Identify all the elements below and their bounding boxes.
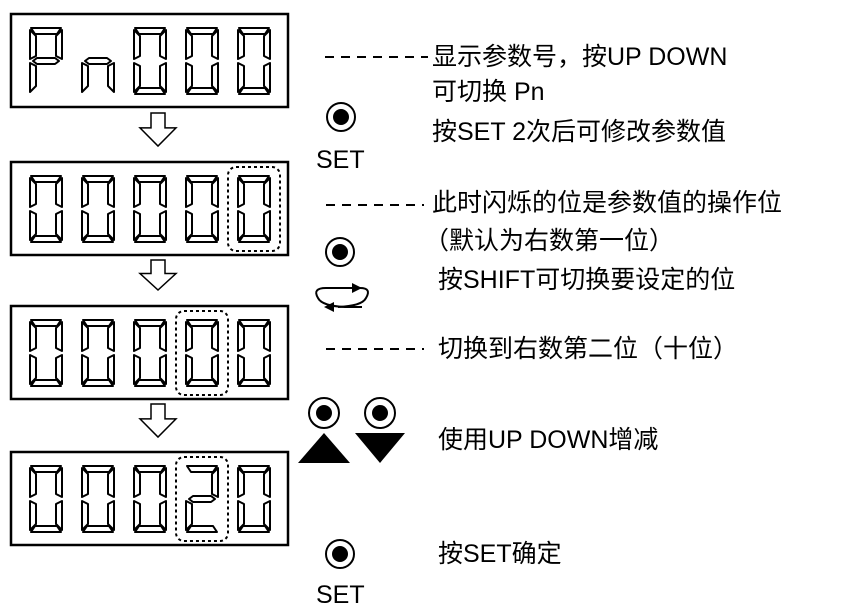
seven-segment-digit <box>237 319 271 387</box>
seven-segment-digit <box>237 465 271 533</box>
set-button[interactable] <box>326 102 356 132</box>
shift-button[interactable] <box>315 237 369 312</box>
set-button-confirm[interactable] <box>325 539 355 569</box>
hollow-down-arrow-icon <box>138 403 178 439</box>
display-frame <box>9 160 290 257</box>
cycle-arrows-icon <box>315 287 369 308</box>
seven-segment-digit <box>133 465 167 533</box>
display-panel <box>9 304 290 401</box>
hollow-down-arrow-icon <box>138 112 178 148</box>
seven-segment-digit <box>29 175 63 243</box>
up-button[interactable] <box>298 397 350 463</box>
round-button-icon <box>325 237 355 267</box>
seven-segment-digit <box>81 465 115 533</box>
step1-line3: 按SET 2次后可修改参数值 <box>432 118 727 146</box>
step3-line1: 切换到右数第二位（十位） <box>438 335 739 363</box>
seven-segment-digit <box>185 175 219 243</box>
display-frame <box>9 304 290 401</box>
display-frame <box>9 450 290 547</box>
down-triangle-icon <box>355 433 405 463</box>
up-triangle-icon <box>298 433 350 463</box>
display-panel <box>9 160 290 257</box>
display-panel <box>9 450 290 547</box>
set-button-confirm-label: SET <box>316 581 365 609</box>
step1-line1: 显示参数号，按UP DOWN <box>432 43 728 71</box>
step2-line2: （默认为右数第一位） <box>424 227 675 255</box>
round-button-icon <box>364 397 396 429</box>
step5-line1: 按SET确定 <box>438 540 562 568</box>
set-button-label: SET <box>316 146 365 174</box>
seven-segment-digit <box>29 27 63 93</box>
seven-segment-digit <box>175 310 229 396</box>
seven-segment-digit <box>175 456 229 542</box>
display-panel <box>9 12 290 109</box>
display-frame <box>9 12 290 109</box>
seven-segment-digit <box>133 175 167 243</box>
active-digit-highlight <box>227 166 281 252</box>
round-button-icon <box>325 539 355 569</box>
round-button-icon <box>308 397 340 429</box>
seven-segment-digit <box>29 319 63 387</box>
step2-line3: 按SHIFT可切换要设定的位 <box>438 266 736 294</box>
seven-segment-digit <box>81 175 115 243</box>
seven-segment-digit <box>81 319 115 387</box>
active-digit-highlight <box>175 310 229 396</box>
active-digit-highlight <box>175 456 229 542</box>
hollow-down-arrow-icon <box>138 259 178 292</box>
seven-segment-digit <box>29 465 63 533</box>
step4-line1: 使用UP DOWN增减 <box>438 426 659 454</box>
seven-segment-digit <box>133 27 167 95</box>
seven-segment-digit <box>185 27 219 95</box>
seven-segment-digit <box>81 57 115 93</box>
step1-line2: 可切换 Pn <box>432 78 545 106</box>
seven-segment-digit <box>237 27 271 95</box>
down-button[interactable] <box>355 397 405 463</box>
step2-line1: 此时闪烁的位是参数值的操作位 <box>432 189 783 217</box>
round-button-icon <box>326 102 356 132</box>
seven-segment-digit <box>133 319 167 387</box>
seven-segment-digit <box>227 166 281 252</box>
